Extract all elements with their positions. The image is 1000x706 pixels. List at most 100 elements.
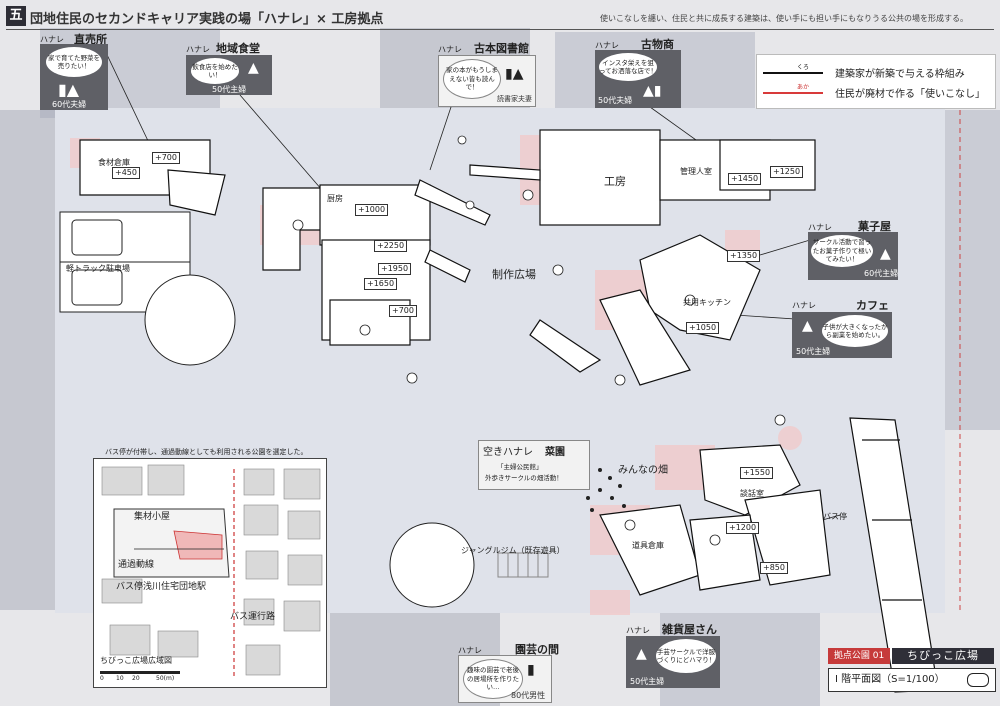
legend: くろ 建築家が新築で与える枠組み あか 住民が廃材で作る「使いこなし」 (756, 54, 996, 109)
label-seisaku: 制作広場 (492, 268, 536, 281)
map-scale-tick: 0 (100, 675, 104, 682)
speech-bubble: 飲食店を始めたい！ (191, 58, 239, 84)
level-tag: +1250 (770, 166, 804, 178)
speech-bubble: 手芸サークルで洋服づくりにどハマり！ (656, 639, 716, 673)
hanare-label: ハナレ (792, 301, 816, 310)
label-kei-truck: 軽トラック駐車場 (66, 264, 130, 273)
persona-card-shokudo: 飲食店を始めたい！ ▲ 50代主婦 (186, 55, 272, 95)
label-kanri: 管理人室 (680, 167, 712, 176)
hanare-label: ハナレ (808, 223, 832, 232)
map-caption: ちびっこ広場広域図 (100, 656, 172, 665)
persona-caption: 50代主婦 (212, 85, 247, 94)
stamp-number: 01 (872, 651, 885, 661)
level-tag: +1350 (727, 250, 761, 262)
persona-caption: 読書家夫妻 (497, 95, 532, 103)
man-icon: ▮ (527, 662, 535, 678)
legend-red-small: あか (797, 84, 810, 91)
speech-bubble: サークル活動で習ったお菓子作りて極いてみたい！ (811, 235, 873, 267)
persona-caption: 80代男性 (511, 691, 546, 700)
section-number-badge: 五 (6, 6, 26, 26)
bg-patch (0, 110, 60, 610)
map-scale-tick: 20 (132, 675, 140, 682)
couple-icon: ▲▮ (643, 83, 662, 99)
label-garden: みんなの畑 (618, 465, 668, 476)
map-scale-bar (100, 671, 180, 674)
woman-icon: ▲ (802, 318, 813, 334)
label-chubo: 厨房 (327, 194, 343, 203)
empty-hanare-line1: 「主婦公民館」 (497, 463, 543, 471)
persona-card-kobutsu: インスタ栄えを狙ってお洒落な店で！ ▲▮ 50代夫婦 (595, 50, 681, 108)
hanare-label: ハナレ (458, 646, 482, 655)
persona-card-furuhon: 家の本がもうしまえない皆も読んで！ ▮▲ 読書家夫妻 (438, 55, 536, 107)
persona-caption: 50代主婦 (796, 347, 831, 356)
persona-card-cafe: ▲ 子供が大きくなったから副業を始めたい。 50代主婦 (792, 312, 892, 358)
persona-card-kashi: サークル活動で習ったお菓子作りて極いてみたい！ ▲ 60代主婦 (808, 232, 898, 280)
level-tag: +1000 (355, 204, 389, 216)
stamp-category: 拠点公園 01 (828, 648, 890, 664)
couple-icon: ▮▲ (58, 80, 80, 99)
speech-bubble: 家で育てた野菜を売りたい！ (46, 47, 102, 77)
label-danwa: 談話室 (740, 489, 764, 498)
level-tag: +1050 (686, 322, 720, 334)
legend-red-text: 住民が廃材で作る「使いこなし」 (835, 89, 985, 100)
persona-caption: 60代夫婦 (52, 100, 87, 109)
stamp-park-name: ちびっこ広場 (892, 648, 994, 664)
persona-caption: 60代主婦 (864, 269, 899, 278)
label-dogu: 道具倉庫 (632, 541, 664, 550)
level-tag: +1550 (740, 467, 774, 479)
label-kobo: 工房 (604, 175, 626, 188)
map-note: バス停が付帯し、通過動線としても利用される公園を選定した。 (105, 448, 308, 456)
header-rule (6, 29, 994, 30)
drawing-title-box: I 階平面図（S=1/100） (828, 668, 996, 692)
empty-hanare-line2: 外歩きサークルの畑活動！ (485, 474, 563, 482)
persona-card-engei: 趣味の園芸で老後の居場所を作りたい… ▮ 80代男性 (458, 655, 552, 703)
woman-icon: ▲ (248, 60, 259, 76)
bg-patch (940, 110, 1000, 430)
level-tag: +700 (389, 305, 417, 317)
persona-caption: 50代夫婦 (598, 96, 633, 105)
woman-icon: ▲ (880, 246, 891, 262)
woman-icon: ▲ (636, 646, 647, 662)
north-arrow-icon (967, 673, 989, 687)
shop-name-kashi: 菓子屋 (858, 220, 891, 233)
level-tag: +1650 (364, 278, 398, 290)
level-tag: +700 (152, 152, 180, 164)
hanare-label: ハナレ (40, 35, 64, 44)
legend-black-text: 建築家が新築で与える枠組み (835, 69, 965, 80)
label-bus-stop: バス停 (823, 512, 847, 521)
concept-statement: 使いこなしを纏い、住民と共に成長する建築は、使い手にも担い手にもなりうる公共の場… (600, 14, 968, 23)
page-title: 団地住民のセカンドキャリア実践の場「ハナレ」× 工房拠点 (30, 12, 384, 27)
area-map: 集材小屋 通過動線 バス停浅川住宅団地駅 バス運行路 ちびっこ広場広域図 0 1… (93, 458, 327, 688)
map-label-bus-route: バス運行路 (230, 612, 276, 622)
level-tag: +450 (112, 167, 140, 179)
map-scale-tick: 10 (116, 675, 124, 682)
legend-black-small: くろ (797, 64, 810, 71)
shop-name-engei: 園芸の間 (515, 643, 559, 656)
map-scale-tick: 50(m) (156, 675, 175, 682)
empty-hanare-card: 空きハナレ 菜園 「主婦公民館」 外歩きサークルの畑活動！ (478, 440, 590, 490)
shop-name-shokudo: 地域食堂 (216, 42, 260, 55)
persona-caption: 50代主婦 (630, 677, 665, 686)
level-tag: +1950 (378, 263, 412, 275)
hanare-label: ハナレ (438, 45, 462, 54)
hanare-label: ハナレ (186, 45, 210, 54)
stamp-category-text: 拠点公園 (833, 651, 870, 661)
drawing-title: I 階平面図（S=1/100） (835, 674, 945, 685)
hanare-label: ハナレ (626, 626, 650, 635)
couple-icon: ▮▲ (505, 66, 524, 82)
shop-name-furuhon: 古本図書館 (474, 42, 529, 55)
hanare-label: ハナレ (595, 41, 619, 50)
label-kyoyo-kitchen: 共用キッチン (683, 298, 731, 307)
level-tag: +2250 (374, 240, 408, 252)
shop-name-kobutsu: 古物商 (641, 38, 674, 51)
legend-red-line (763, 92, 823, 94)
map-label-tsuka: 通過動線 (118, 560, 155, 570)
speech-bubble: インスタ栄えを狙ってお洒落な店で！ (599, 53, 657, 81)
map-label-bus-stop: バス停浅川住宅団地駅 (116, 582, 207, 592)
level-tag: +1200 (726, 522, 760, 534)
area-map-drawing (101, 464, 323, 679)
label-shokuzai: 食材倉庫 (98, 158, 130, 167)
level-tag: +1450 (728, 173, 762, 185)
speech-bubble: 家の本がもうしまえない皆も読んで！ (443, 59, 501, 99)
